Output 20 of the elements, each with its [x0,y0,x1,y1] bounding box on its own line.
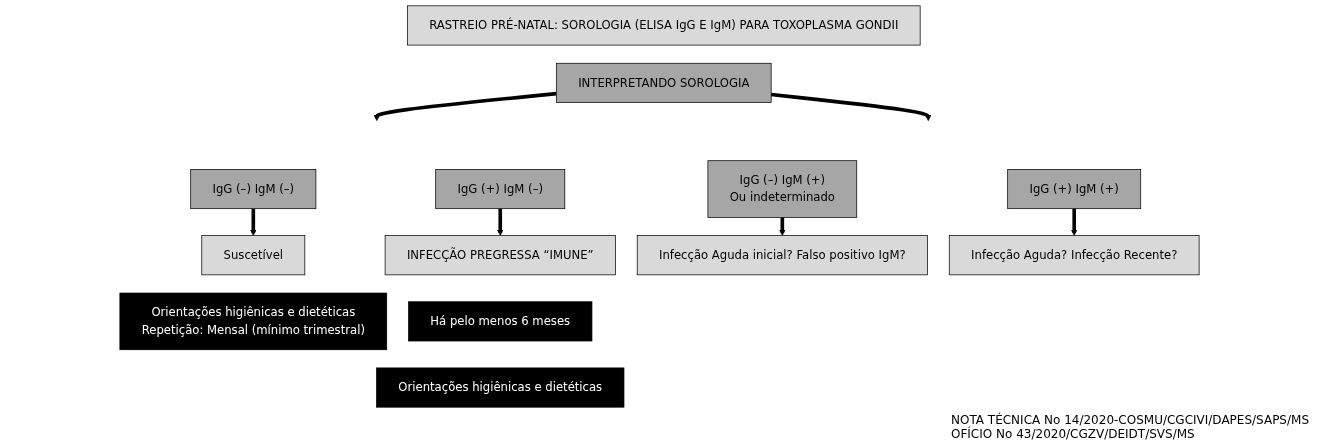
node-box: INTERPRETANDO SOROLOGIA [555,62,772,103]
node-box: RASTREIO PRÉ-NATAL: SOROLOGIA (ELISA IgG E IgM) PARA TOXOPLASMA GONDII [407,5,921,46]
reference-note: OFÍCIO No 43/2020/CGZV/DEIDT/SVS/MS [951,427,1196,441]
node-box: IgG (–) IgM (–) [190,169,317,210]
node-box: Orientações higiênicas e dietéticas Repetição: Mensal (mínimo trimestral) [119,292,388,351]
reference-note: NOTA TÉCNICA No 14/2020-COSMU/CGCIVI/DAPES/SAPS/MS [951,413,1309,427]
node-box: IgG (–) IgM (+) Ou indeterminado [707,160,858,218]
arrow [373,91,557,121]
arrow [770,92,932,121]
arrow [1071,208,1078,236]
arrow [497,208,504,236]
node-box: INFECÇÃO PREGRESSA “IMUNE” [384,235,616,276]
node-box: Infecção Aguda inicial? Falso positivo IgM? [636,235,928,276]
arrow [250,208,257,236]
node-box: IgG (+) IgM (–) [435,169,566,210]
node-box: Orientações higiênicas e dietéticas [376,367,625,408]
node-box: IgG (+) IgM (+) [1007,169,1142,210]
node-box: Há pelo menos 6 meses [408,301,593,342]
node-box: Suscetível [201,235,306,276]
node-box: Infecção Aguda? Infecção Recente? [948,235,1200,276]
